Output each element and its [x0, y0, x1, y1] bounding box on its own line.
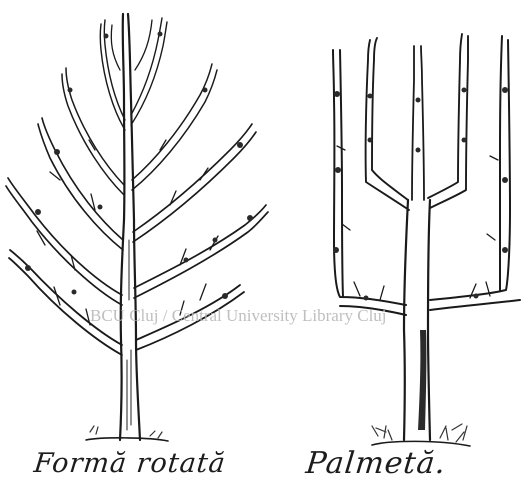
- library-watermark: BCU Cluj / Central University Library Cl…: [90, 306, 387, 326]
- round-crown-caption: Formă rotată: [32, 448, 227, 479]
- palmette-caption: Palmetă.: [304, 446, 448, 481]
- round-crown-tree: [6, 14, 268, 441]
- palmette-tree: [333, 34, 520, 446]
- left-tree-buds: [25, 32, 253, 300]
- right-tree-buds: [333, 87, 508, 301]
